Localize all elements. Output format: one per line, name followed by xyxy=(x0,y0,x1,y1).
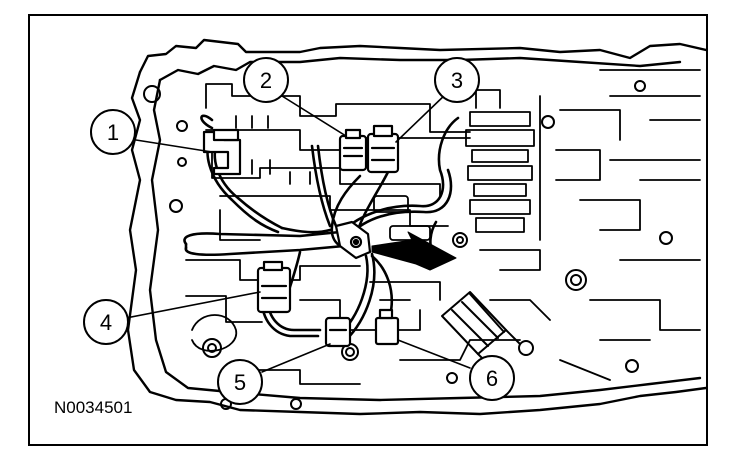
callout-6: 6 xyxy=(469,355,515,401)
callout-4: 4 xyxy=(83,299,129,345)
callout-leaders xyxy=(125,91,471,373)
callout-4-label: 4 xyxy=(100,310,112,335)
harness-retaining-clip xyxy=(334,220,372,260)
connector-1 xyxy=(202,128,242,176)
angled-solenoid xyxy=(441,291,521,369)
callout-2: 2 xyxy=(243,57,289,103)
valve-channels-lower xyxy=(185,209,551,385)
spool-stack-right xyxy=(465,69,701,381)
callout-3-label: 3 xyxy=(451,68,463,93)
figure-id-label: N0034501 xyxy=(54,398,133,417)
connector-4 xyxy=(256,260,292,314)
valve-bores-upper xyxy=(205,83,471,241)
pointer-arrow xyxy=(371,231,457,271)
callout-1-label: 1 xyxy=(107,120,119,145)
connector-5 xyxy=(324,316,352,348)
connector-2 xyxy=(338,128,368,172)
callout-1: 1 xyxy=(90,109,136,155)
callout-5: 5 xyxy=(217,359,263,405)
callout-6-label: 6 xyxy=(486,366,498,391)
callout-3: 3 xyxy=(434,57,480,103)
connector-3 xyxy=(366,124,400,174)
callout-2-label: 2 xyxy=(260,68,272,93)
callout-5-label: 5 xyxy=(234,370,246,395)
connector-6 xyxy=(374,308,400,346)
housing-outline xyxy=(126,38,706,416)
